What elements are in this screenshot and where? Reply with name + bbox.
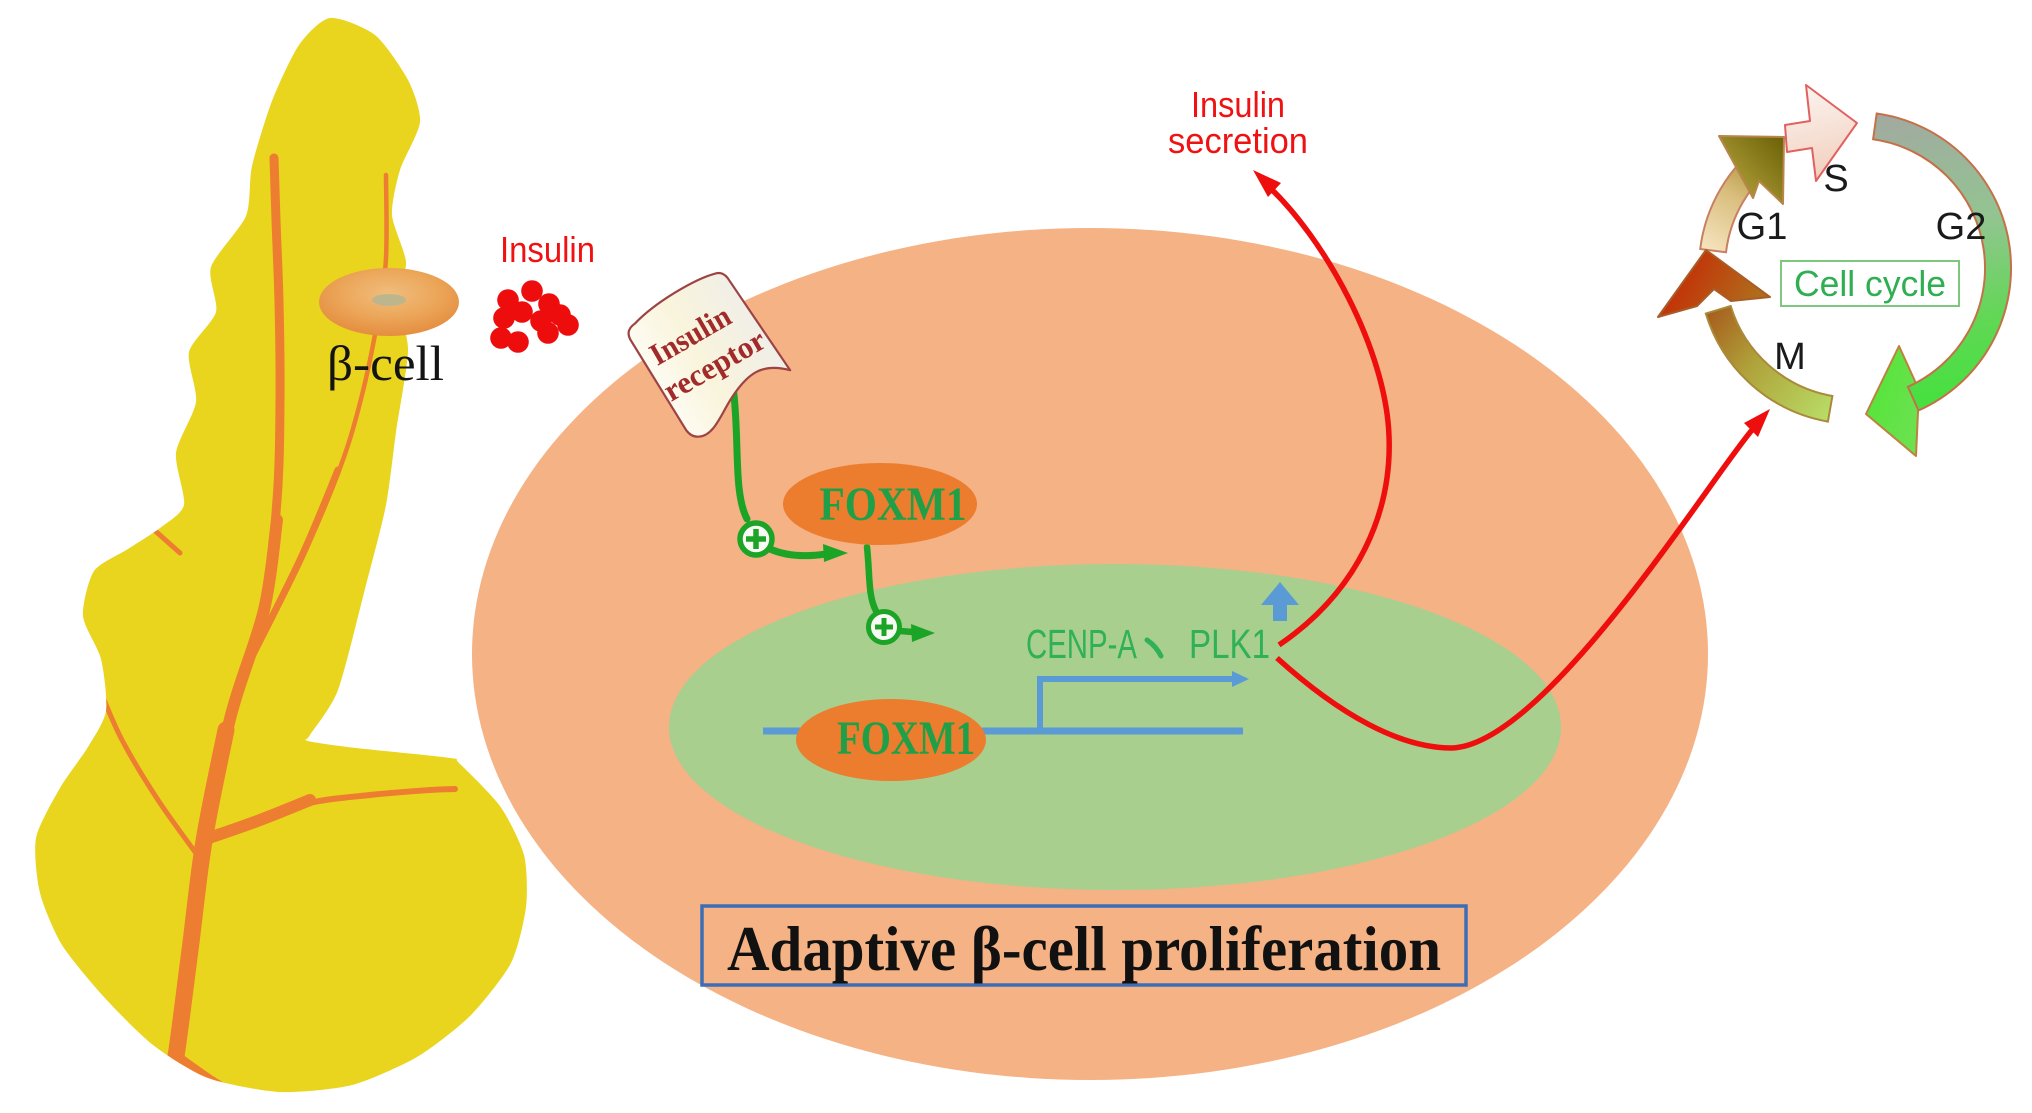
- svg-text:Adaptive β-cell proliferation: Adaptive β-cell proliferation: [727, 913, 1441, 984]
- svg-text:β-cell: β-cell: [327, 335, 444, 391]
- svg-text:S: S: [1823, 158, 1848, 200]
- svg-text:Insulin: Insulin: [500, 229, 595, 270]
- svg-text:PLK1: PLK1: [1189, 621, 1270, 667]
- svg-text:M: M: [1774, 336, 1806, 378]
- svg-text:secretion: secretion: [1168, 120, 1308, 161]
- svg-text:CENP-A: CENP-A: [1026, 621, 1137, 667]
- svg-text:FOXM1: FOXM1: [837, 712, 975, 765]
- svg-text:Insulin: Insulin: [1191, 84, 1285, 125]
- svg-text:G1: G1: [1737, 206, 1788, 248]
- svg-text:FOXM1: FOXM1: [820, 478, 967, 531]
- svg-text:G2: G2: [1936, 206, 1987, 248]
- svg-text:Cell cycle: Cell cycle: [1794, 263, 1946, 304]
